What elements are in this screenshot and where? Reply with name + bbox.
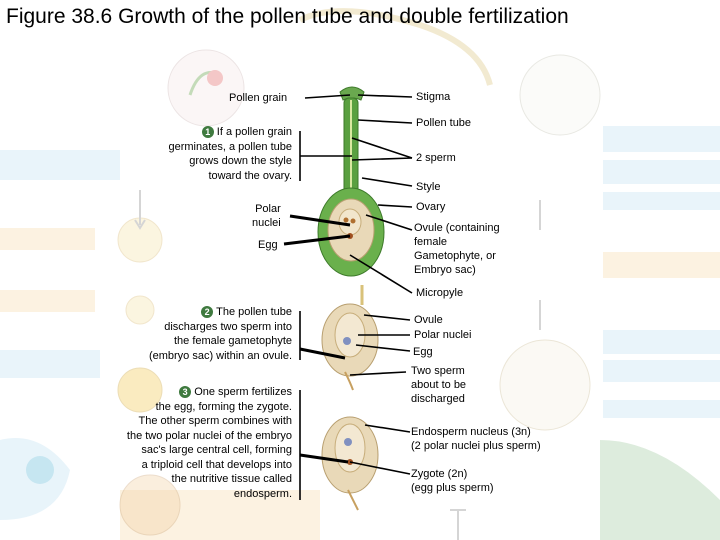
label-ovary: Ovary xyxy=(416,201,446,213)
label-line: Polar xyxy=(255,203,281,215)
step-line-text: One sperm fertilizes xyxy=(194,386,292,398)
label-line: Endosperm nucleus (3n) xyxy=(411,426,531,438)
label-line: Gametophyte, or xyxy=(414,250,496,262)
leader-lines-left xyxy=(283,94,352,500)
ovule-illustration-2 xyxy=(321,285,379,391)
pistil-illustration xyxy=(317,86,385,277)
label-line: nuclei xyxy=(252,217,281,229)
figure-title: Figure 38.6 Growth of the pollen tube an… xyxy=(6,5,569,28)
step-line: the nutritive tissue called xyxy=(171,473,292,485)
step-line: a triploid cell that develops into xyxy=(141,458,292,471)
label-line: discharged xyxy=(411,393,465,405)
faded-panel-right xyxy=(603,400,720,418)
step-line: the two polar nuclei of the embryo xyxy=(126,429,292,442)
step-line: the egg, forming the zygote. xyxy=(155,400,292,413)
step-number-badge: 3 xyxy=(179,386,192,399)
label-zygote: Zygote (2n) (egg plus sperm) xyxy=(411,467,494,495)
faded-panel-right xyxy=(603,192,720,210)
step-number-badge: 2 xyxy=(201,306,214,319)
label-egg-left: Egg xyxy=(258,239,278,251)
faded-panel-left xyxy=(0,228,95,250)
faded-panel-left xyxy=(0,290,95,312)
label-ovule: Ovule xyxy=(414,314,443,326)
label-two-sperm: 2 sperm xyxy=(416,152,456,164)
label-polar-nuclei-right: Polar nuclei xyxy=(414,329,472,341)
label-line: Embryo sac) xyxy=(414,264,476,276)
label-polar-nuclei-left: Polar nuclei xyxy=(252,202,281,230)
label-line: about to be xyxy=(411,379,467,391)
label-line: (2 polar nuclei plus sperm) xyxy=(411,440,541,452)
step-line: the female gametophyte xyxy=(173,335,292,347)
step-line: The other sperm combines with xyxy=(138,415,292,427)
label-ovule-containing: Ovule (containing female Gametophyte, or… xyxy=(414,221,500,277)
faded-panel-right xyxy=(603,160,720,184)
label-two-sperm-discharged: Two sperm about to be discharged xyxy=(411,364,466,406)
faded-flower-circle xyxy=(167,49,245,127)
faded-illustrations xyxy=(0,8,720,540)
step-line: discharges two sperm into xyxy=(164,320,292,333)
label-pollen-grain: Pollen grain xyxy=(229,92,288,104)
step-line: sac's large central cell, forming xyxy=(141,444,292,456)
step-line: (embryo sac) within an ovule. xyxy=(148,349,292,362)
label-endosperm-nucleus: Endosperm nucleus (3n) (2 polar nuclei p… xyxy=(411,425,541,453)
faded-panel-left xyxy=(0,350,100,378)
faded-panel-right xyxy=(603,330,720,354)
faded-panel-right xyxy=(603,252,720,278)
label-line: Zygote (2n) xyxy=(411,468,468,480)
step-line: endosperm. xyxy=(233,487,292,500)
label-line: Ovule (containing xyxy=(414,222,500,234)
step-number-badge: 1 xyxy=(201,126,214,139)
step-line: germinates, a pollen tube xyxy=(168,140,292,153)
leader-lines-right xyxy=(349,94,413,475)
label-line: (egg plus sperm) xyxy=(411,482,494,494)
ovule-illustration-3 xyxy=(321,416,379,511)
faded-panel-right xyxy=(603,126,720,152)
faded-panel-left xyxy=(0,150,120,180)
label-style: Style xyxy=(416,181,441,193)
faded-panel-right xyxy=(603,360,720,382)
label-stigma: Stigma xyxy=(416,91,451,103)
label-line: Two sperm xyxy=(411,365,465,377)
step-line-text: If a pollen grain xyxy=(216,126,292,138)
label-egg-right: Egg xyxy=(413,346,433,358)
step-line-text: The pollen tube xyxy=(216,306,292,318)
label-line: female xyxy=(414,236,448,248)
step-line: toward the ovary. xyxy=(208,169,292,182)
label-pollen-tube: Pollen tube xyxy=(416,117,472,129)
faded-panel-bottom xyxy=(120,490,320,540)
label-micropyle: Micropyle xyxy=(416,287,464,299)
step-line: grows down the style xyxy=(189,155,292,167)
